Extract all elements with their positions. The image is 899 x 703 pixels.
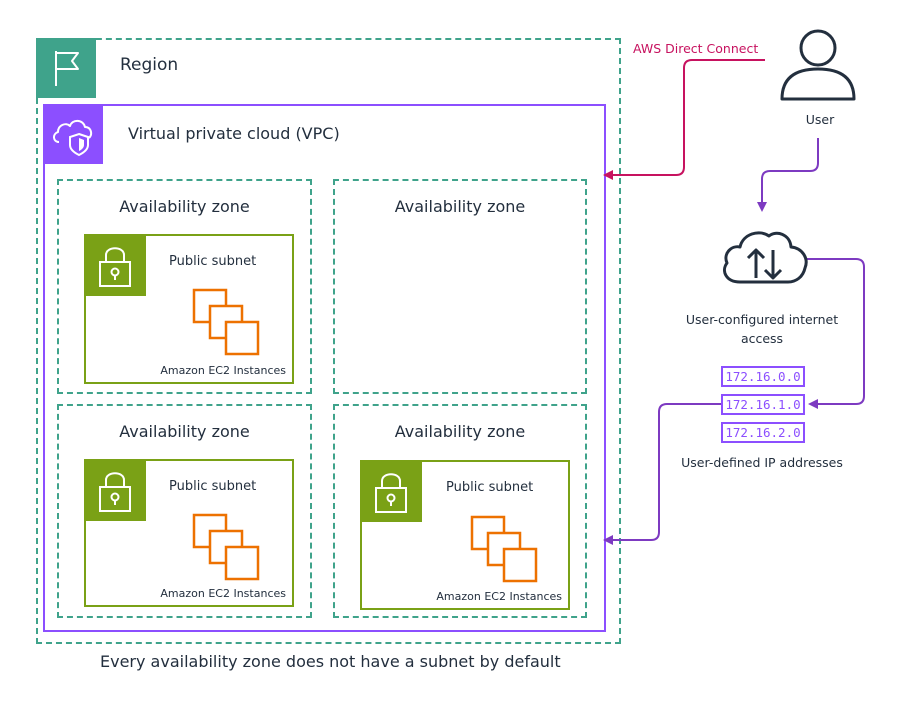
padlock-icon xyxy=(84,234,146,296)
internet-access-label: User-configured internet access xyxy=(685,312,839,346)
internet-to-ip-arrow xyxy=(806,258,865,409)
availability-zone-label: Availability zone xyxy=(119,422,250,441)
user-label: User xyxy=(805,112,835,127)
availability-zone-2: Availability zone xyxy=(333,179,587,394)
public-subnet-1: Public subnet Amazon EC2 Instances xyxy=(84,234,294,384)
user-icon xyxy=(780,29,856,101)
direct-connect-arrow xyxy=(603,59,765,180)
padlock-icon xyxy=(84,459,146,521)
ec2-instances-label: Amazon EC2 Instances xyxy=(436,590,562,603)
diagram-caption: Every availability zone does not have a … xyxy=(100,652,561,671)
vpc-label: Virtual private cloud (VPC) xyxy=(128,124,340,143)
region-label: Region xyxy=(120,55,179,75)
subnet-label: Public subnet xyxy=(446,480,534,495)
ip-address-2: 172.16.1.0 xyxy=(721,394,805,415)
availability-zone-3: Availability zone xyxy=(57,404,312,618)
availability-zone-label: Availability zone xyxy=(394,422,526,441)
direct-connect-label: AWS Direct Connect xyxy=(633,41,759,56)
ip-addresses-label: User-defined IP addresses xyxy=(681,455,843,470)
user-to-internet-arrow xyxy=(757,138,819,212)
public-subnet-4: Public subnet Amazon EC2 Instances xyxy=(360,460,570,610)
subnet-label: Public subnet xyxy=(169,254,257,269)
availability-zone-4: Availability zone xyxy=(333,404,587,618)
ec2-instances-label: Amazon EC2 Instances xyxy=(160,364,286,377)
availability-zone-label: Availability zone xyxy=(119,197,250,216)
padlock-icon xyxy=(360,460,422,522)
public-subnet-3: Public subnet Amazon EC2 Instances xyxy=(84,459,294,607)
ec2-instances-label: Amazon EC2 Instances xyxy=(160,587,286,600)
availability-zone-1: Availability zone xyxy=(57,179,312,394)
region-flag-icon xyxy=(36,38,96,98)
ip-address-3: 172.16.2.0 xyxy=(721,422,805,443)
region-boundary xyxy=(36,38,621,644)
availability-zone-label: Availability zone xyxy=(394,197,526,216)
cloud-upload-download-icon xyxy=(723,231,808,284)
vpc-cloud-shield-icon xyxy=(43,104,103,164)
ip-address-1: 172.16.0.0 xyxy=(721,366,805,387)
subnet-label: Public subnet xyxy=(169,479,257,494)
ec2-instances-icon xyxy=(192,288,260,356)
ec2-instances-icon xyxy=(470,515,538,583)
ip-to-vpc-arrow xyxy=(603,403,721,545)
ec2-instances-icon xyxy=(192,513,260,581)
vpc-boundary xyxy=(43,104,606,632)
